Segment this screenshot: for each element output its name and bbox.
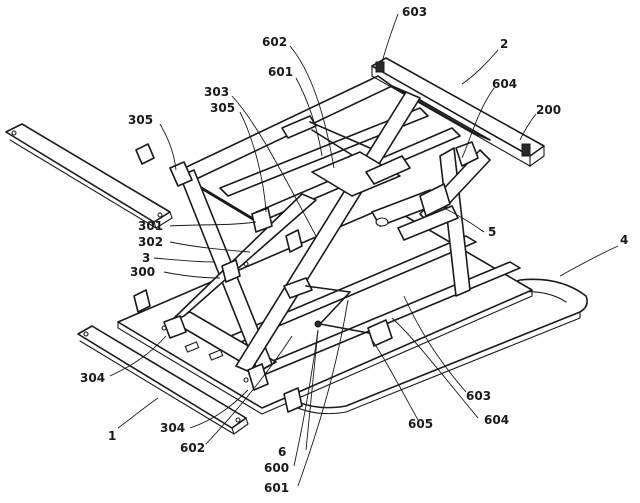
label-604-top: 604 [492,77,517,91]
label-602-bottom: 602 [180,441,205,455]
label-2: 2 [500,37,508,51]
rear-crossbar [371,57,545,167]
label-6: 6 [278,445,286,459]
label-4: 4 [620,233,628,247]
label-603-bottom: 603 [466,389,491,403]
label-604-bottom: 604 [484,413,509,427]
label-603-top: 603 [402,5,427,19]
label-601-bottom: 601 [264,481,289,495]
label-200: 200 [536,103,561,117]
gas-spring-upper [281,115,401,197]
label-3: 3 [142,251,150,265]
leader-lines [109,13,619,487]
left-rail-lower [77,325,249,435]
label-1: 1 [108,429,116,443]
label-600: 600 [264,461,289,475]
label-305-right: 305 [210,101,235,115]
label-602-top: 602 [262,35,287,49]
label-305-left: 305 [128,113,153,127]
label-302: 302 [138,235,163,249]
left-rail-upper [5,123,173,229]
corner-brackets [133,141,479,413]
reference-labels: 603 2 602 604 601 200 303 305 305 5 301 … [80,5,628,495]
label-5: 5 [488,225,496,239]
label-304-lower: 304 [160,421,185,435]
label-300: 300 [130,265,155,279]
label-605: 605 [408,417,433,431]
label-301: 301 [138,219,163,233]
label-601-top: 601 [268,65,293,79]
label-303: 303 [204,85,229,99]
label-304-upper: 304 [80,371,105,385]
